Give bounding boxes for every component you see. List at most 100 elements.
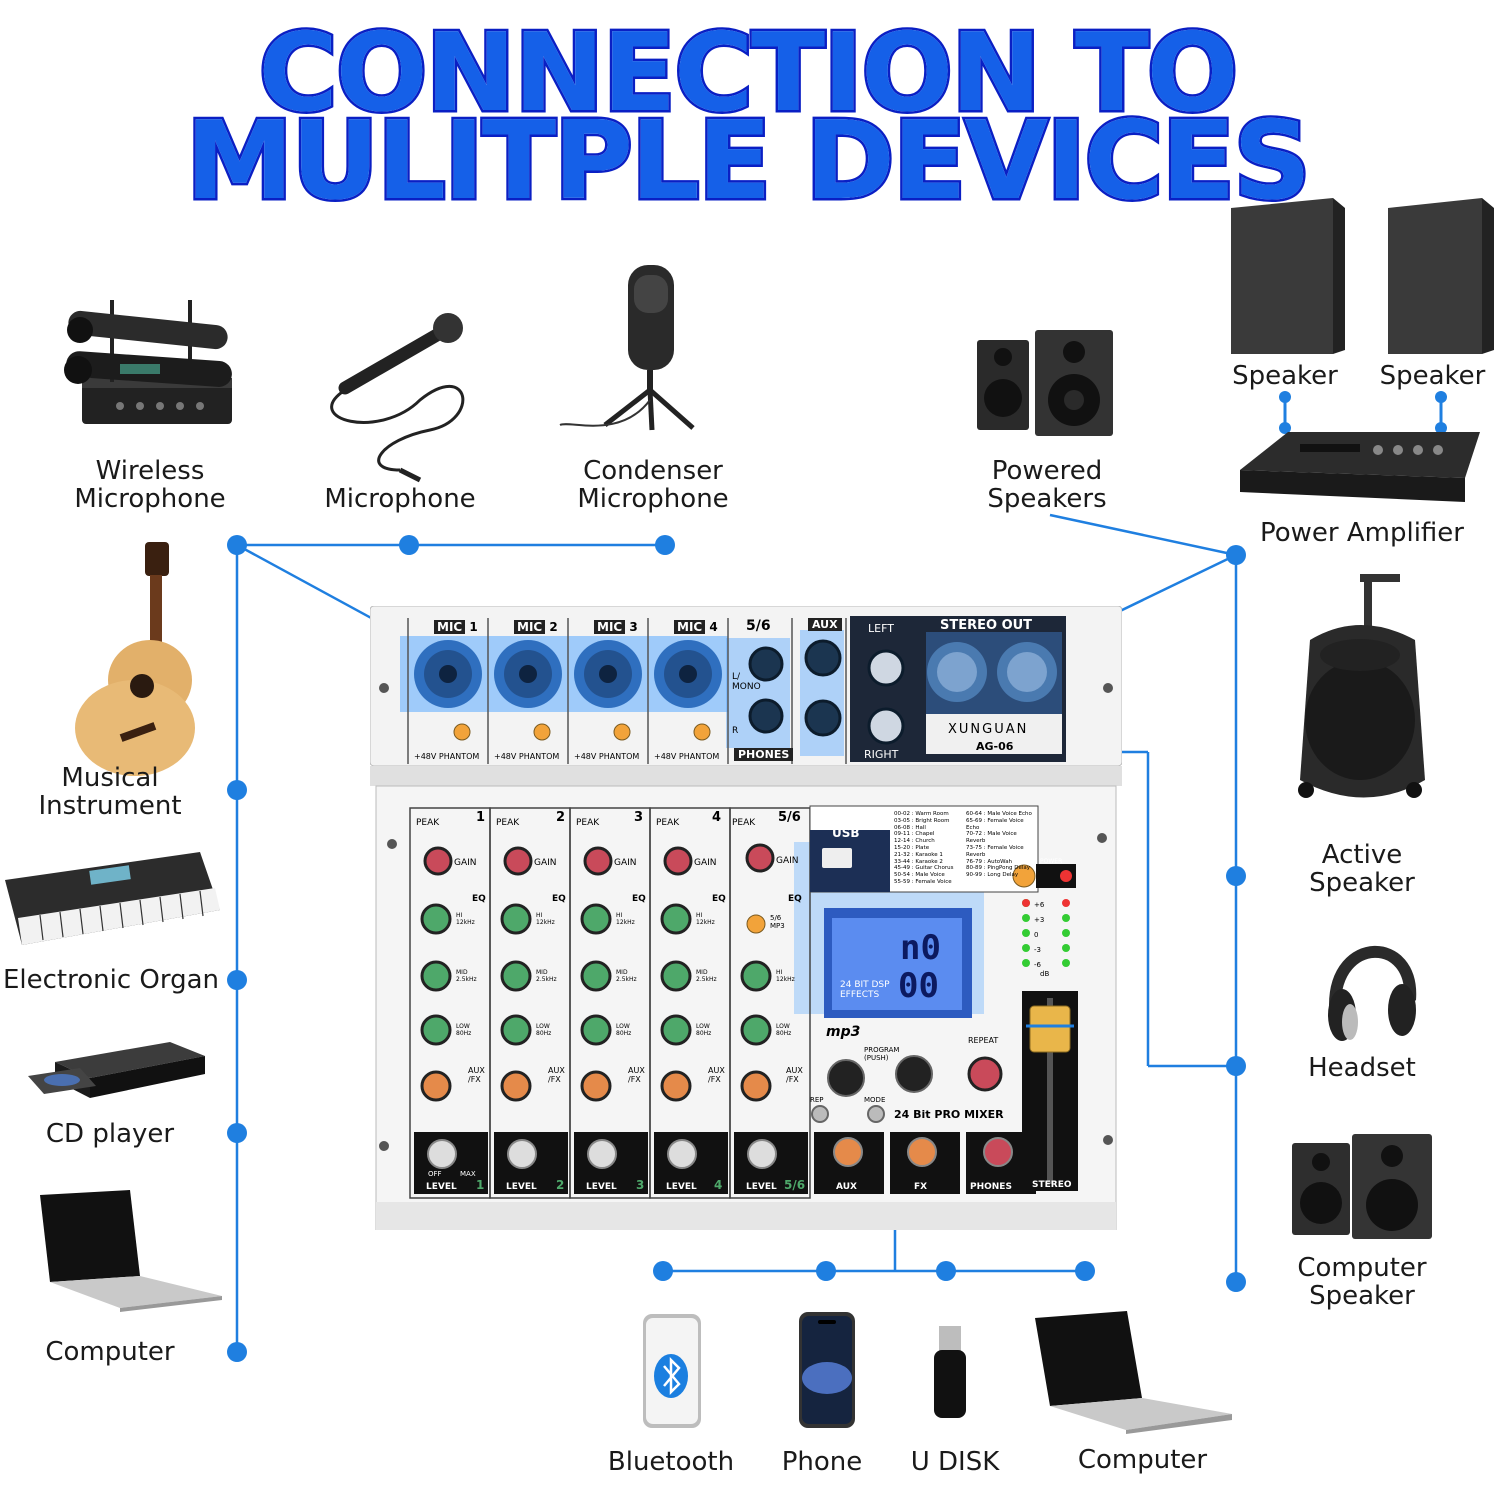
label-speaker-1: Speaker — [1232, 361, 1338, 391]
hi-label-3: HI 12kHz — [616, 912, 635, 926]
auxfx-label-3: AUX /FX — [628, 1066, 645, 1084]
level-label-4: LEVEL — [666, 1182, 697, 1192]
level-label-3: LEVEL — [586, 1182, 617, 1192]
mic-label-2: MIC 2 — [514, 620, 558, 634]
label-microphone: Microphone — [324, 484, 476, 514]
phantom-label-2: +48V PHANTOM — [494, 752, 560, 761]
strip-number-1: 1 — [476, 810, 486, 825]
channel-knobs — [420, 843, 775, 1102]
program-label: PROGRAM (PUSH) — [864, 1046, 900, 1062]
gain-label-4: GAIN — [694, 858, 717, 868]
peak-label-3: PEAK — [576, 818, 600, 828]
label-computer-left: Computer — [45, 1337, 175, 1367]
auxfx-label-2: AUX /FX — [548, 1066, 565, 1084]
phones-jack-label: PHONES — [734, 748, 794, 761]
rep-label: REP — [810, 1096, 824, 1104]
stereo-fader-label: STEREO — [1032, 1180, 1072, 1190]
title-line-1: CONNECTION TO — [256, 11, 1241, 136]
level-number-3: 3 — [636, 1178, 645, 1192]
ch56-source-label: 5/6 MP3 — [770, 914, 785, 930]
strip-number-56: 5/6 — [778, 810, 801, 825]
level-number-1: 1 — [476, 1178, 485, 1192]
label-electronic-organ: Electronic Organ — [2, 965, 220, 995]
model-label: AG-06 — [976, 740, 1014, 753]
level-number-4: 4 — [714, 1178, 723, 1192]
label-u-disk: U DISK — [910, 1447, 1000, 1477]
repeat-label: REPEAT — [968, 1036, 999, 1045]
bus-label-aux: AUX — [836, 1182, 857, 1192]
label-powered-speakers: Powered Speakers — [987, 456, 1107, 514]
phantom-label-3: +48V PHANTOM — [574, 752, 640, 761]
label-speaker-2: Speaker — [1379, 361, 1486, 391]
gain-label-5: GAIN — [776, 856, 799, 866]
peak-label-1: PEAK — [416, 818, 440, 828]
label-active-speaker: Active Speaker — [1309, 840, 1415, 898]
low-label-5: LOW 80Hz — [776, 1023, 792, 1037]
level-label-2: LEVEL — [506, 1182, 537, 1192]
gain-label-2: GAIN — [534, 858, 557, 868]
db-label: dB — [1040, 970, 1050, 978]
level-number-56: 5/6 — [784, 1178, 806, 1192]
mic-label-3: MIC 3 — [594, 620, 638, 634]
mid-label-3: MID 2.5kHz — [616, 969, 637, 983]
auxfx-label-5: AUX /FX — [786, 1066, 803, 1084]
auxfx-label-4: AUX /FX — [708, 1066, 725, 1084]
peak-label-2: PEAK — [496, 818, 520, 828]
display-value: 00 — [898, 966, 939, 1006]
display-program: n0 — [900, 928, 941, 968]
peak-label-4: PEAK — [656, 818, 680, 828]
gain-label-1: GAIN — [454, 858, 477, 868]
audio-mixer: MIC 1 MIC 2 MIC 3 MIC 4 5/6 AUX LEFT STE… — [370, 606, 1122, 1230]
phantom-label-1: +48V PHANTOM — [414, 752, 480, 761]
mid-label-5: HI 12kHz — [776, 969, 795, 983]
aux-out-label: AUX — [808, 618, 842, 631]
max-label-1: MAX — [460, 1170, 476, 1178]
label-power-amplifier: Power Amplifier — [1259, 518, 1464, 548]
label-cd-player: CD player — [45, 1119, 175, 1149]
strip-number-4: 4 — [712, 810, 722, 825]
channel-56-label: 5/6 — [746, 618, 771, 634]
label-wireless-microphone: Wireless Microphone — [74, 456, 226, 514]
strip-number-3: 3 — [634, 810, 644, 825]
label-bluetooth: Bluetooth — [607, 1447, 735, 1477]
label-headset: Headset — [1308, 1053, 1416, 1083]
bus-label-fx: FX — [914, 1182, 928, 1192]
eq-label-2: EQ — [552, 894, 566, 904]
strip-number-2: 2 — [556, 810, 566, 825]
mid-label-1: MID 2.5kHz — [456, 969, 477, 983]
label-condenser-microphone: Condenser Microphone — [577, 456, 729, 514]
label-phone: Phone — [781, 1447, 863, 1477]
peak-label-5: PEAK — [732, 818, 756, 828]
mic-label-4: MIC 4 — [674, 620, 718, 634]
label-computer-bottom: Computer — [1077, 1445, 1208, 1475]
low-label-3: LOW 80Hz — [616, 1023, 632, 1037]
right-out-label: RIGHT — [864, 748, 899, 761]
usb-label: USB — [832, 826, 860, 840]
power-label: POWER — [1040, 858, 1063, 865]
phantom-label-4: +48V PHANTOM — [654, 752, 720, 761]
line-l-label: L/ MONO — [732, 672, 761, 692]
gain-label-3: GAIN — [614, 858, 637, 868]
off-label-1: OFF — [428, 1170, 442, 1178]
mode-label: MODE — [864, 1096, 886, 1104]
mid-label-4: MID 2.5kHz — [696, 969, 717, 983]
label-musical-instrument: Musical Instrument — [38, 763, 182, 821]
